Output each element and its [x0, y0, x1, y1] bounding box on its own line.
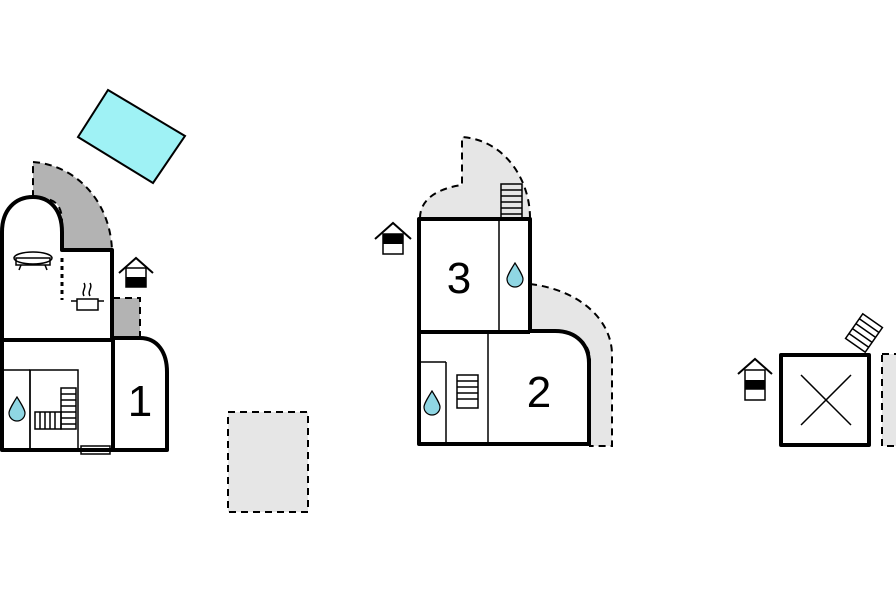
- house-icon: [737, 357, 773, 401]
- terrace-detached: [227, 411, 309, 513]
- building-left-outline: [0, 195, 169, 452]
- house-icon: [374, 221, 412, 255]
- stair-hall-left: [29, 369, 79, 451]
- cross-box-icon: [800, 374, 852, 426]
- house-icon: [118, 256, 154, 288]
- water-drop-icon: [423, 389, 441, 416]
- sofa-icon: [13, 251, 53, 271]
- room-2-label: 2: [527, 368, 551, 417]
- stairs-icon: [500, 183, 523, 220]
- stairs-icon: [844, 312, 884, 354]
- room-1-label: 1: [128, 377, 152, 426]
- pool: [76, 88, 187, 185]
- water-drop-icon: [506, 261, 524, 288]
- terrace-small-left: [112, 297, 141, 339]
- terrace-middle-top: [418, 135, 532, 219]
- stairs-icon: [34, 387, 77, 430]
- terrace-upper-left: [32, 160, 114, 251]
- room-3-label: 3: [447, 254, 471, 303]
- cooking-pot-icon: [71, 282, 104, 311]
- terrace-right: [881, 353, 896, 447]
- entrance-door: [80, 445, 111, 455]
- stairs-icon: [456, 374, 479, 409]
- water-drop-icon: [8, 395, 26, 422]
